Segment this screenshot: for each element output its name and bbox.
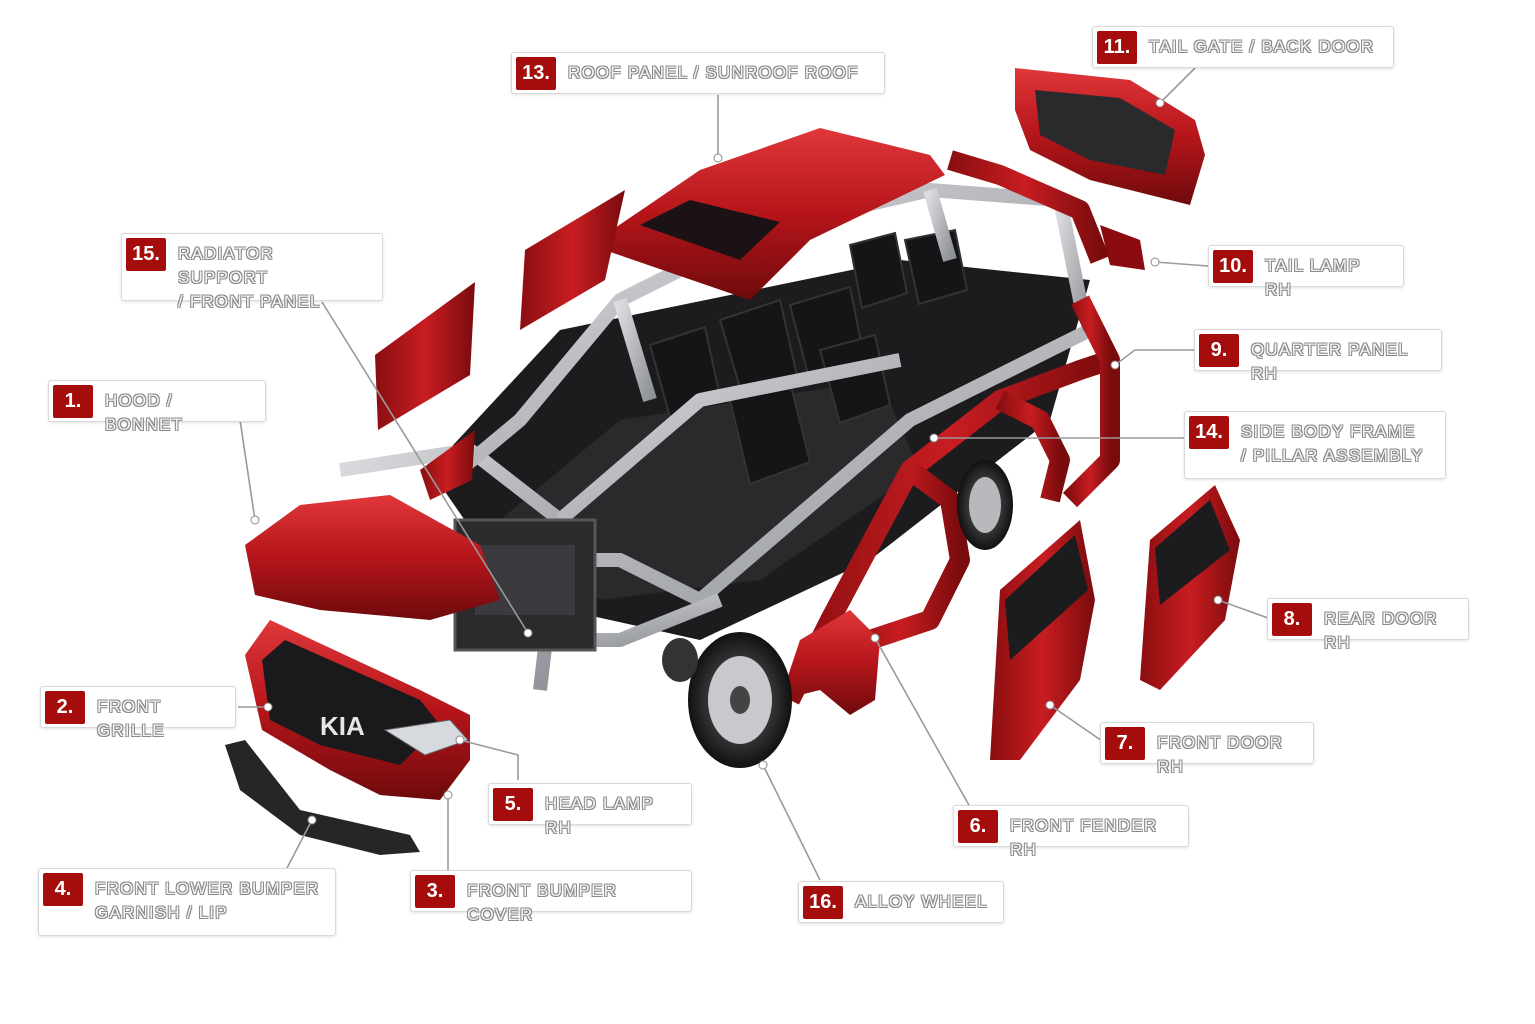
callout-number: 14. xyxy=(1189,416,1229,449)
front-bumper: KIA xyxy=(245,620,470,800)
callout-label: RADIATOR SUPPORT / FRONT PANEL xyxy=(178,244,321,311)
callout-number: 9. xyxy=(1199,334,1239,367)
callout-number: 10. xyxy=(1213,250,1253,283)
kia-logo: KIA xyxy=(320,711,365,741)
callout-front-fender: 6. FRONT FENDER RH xyxy=(953,805,1189,859)
front-fender xyxy=(780,610,880,715)
callout-label: FRONT BUMPER COVER xyxy=(467,881,618,924)
callout-head-lamp: 5. HEAD LAMP RH xyxy=(488,783,692,837)
callout-label: REAR DOOR RH xyxy=(1324,609,1438,652)
tail-lamp xyxy=(1100,225,1145,270)
callout-number: 7. xyxy=(1105,727,1145,760)
callout-front-door: 7. FRONT DOOR RH xyxy=(1100,722,1314,776)
callout-hood: 1. HOOD / BONNET xyxy=(48,380,266,434)
callout-roof-panel: 13. ROOF PANEL / SUNROOF ROOF xyxy=(511,52,885,94)
callout-rear-door: 8. REAR DOOR RH xyxy=(1267,598,1469,652)
callout-label: SIDE BODY FRAME / PILLAR ASSEMBLY xyxy=(1241,422,1424,465)
lower-bumper-lip xyxy=(225,740,420,855)
callout-number: 11. xyxy=(1097,31,1137,64)
callout-label: QUARTER PANEL RH xyxy=(1251,340,1408,383)
callout-number: 2. xyxy=(45,691,85,724)
callout-number: 8. xyxy=(1272,603,1312,636)
callout-front-lower-bumper: 4. FRONT LOWER BUMPER GARNISH / LIP xyxy=(38,868,336,936)
callout-label: FRONT DOOR RH xyxy=(1157,733,1283,776)
callout-number: 5. xyxy=(493,788,533,821)
callout-label: HEAD LAMP RH xyxy=(545,794,654,837)
hood xyxy=(245,495,500,620)
callout-side-body-frame: 14. SIDE BODY FRAME / PILLAR ASSEMBLY xyxy=(1184,411,1446,479)
callout-label: HOOD / BONNET xyxy=(105,391,184,434)
callout-label: ALLOY WHEEL xyxy=(855,892,988,911)
callout-label: ROOF PANEL / SUNROOF ROOF xyxy=(568,63,859,82)
callout-alloy-wheel: 16. ALLOY WHEEL xyxy=(798,881,1004,923)
roof-panel xyxy=(590,128,945,300)
callout-number: 13. xyxy=(516,57,556,90)
callout-front-bumper-cover: 3. FRONT BUMPER COVER xyxy=(410,870,692,924)
callout-number: 15. xyxy=(126,238,166,271)
callout-number: 3. xyxy=(415,875,455,908)
leader-dots xyxy=(250,98,1223,825)
callout-number: 4. xyxy=(43,873,83,906)
callout-number: 6. xyxy=(958,810,998,843)
wheels xyxy=(662,460,1013,768)
callout-tail-gate: 11. TAIL GATE / BACK DOOR xyxy=(1092,26,1394,68)
body-frame xyxy=(338,183,1097,691)
callout-number: 16. xyxy=(803,886,843,919)
callout-label: FRONT LOWER BUMPER GARNISH / LIP xyxy=(95,879,320,922)
callout-radiator-support: 15. RADIATOR SUPPORT / FRONT PANEL xyxy=(121,233,383,311)
callout-front-grille: 2. FRONT GRILLE xyxy=(40,686,236,740)
callout-label: TAIL LAMP RH xyxy=(1265,256,1361,299)
callout-number: 1. xyxy=(53,385,93,418)
callout-label: FRONT FENDER RH xyxy=(1010,816,1158,859)
callout-label: TAIL GATE / BACK DOOR xyxy=(1149,37,1375,56)
callout-label: FRONT GRILLE xyxy=(97,697,165,740)
leader-lines xyxy=(238,67,1269,881)
front-door xyxy=(990,520,1095,760)
callout-tail-lamp: 10. TAIL LAMP RH xyxy=(1208,245,1404,299)
callout-quarter-panel: 9. QUARTER PANEL RH xyxy=(1194,329,1442,383)
rear-door xyxy=(1140,485,1240,690)
